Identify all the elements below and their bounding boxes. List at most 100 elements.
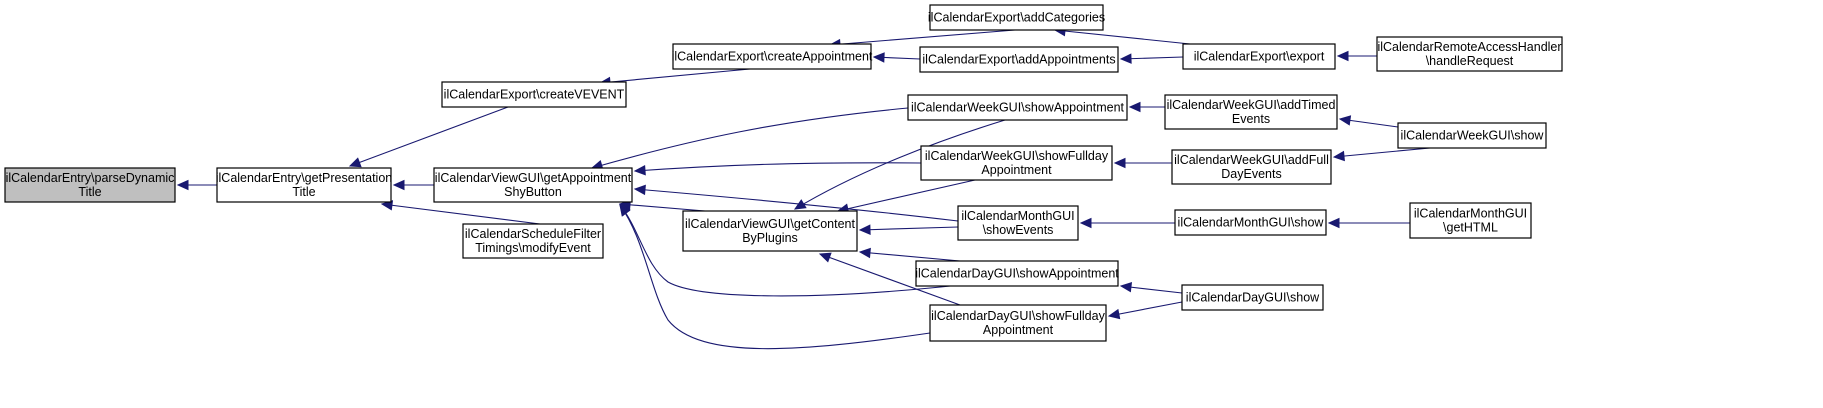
edge-handleRequest-to-export: [1336, 50, 1377, 62]
node-box[interactable]: [920, 145, 1113, 181]
node-box[interactable]: [682, 210, 858, 252]
arrowhead-icon: [1119, 53, 1132, 64]
edge-weekShowAppointment-to-getAppointmentShyButton: [590, 107, 909, 171]
arrowhead-icon: [1338, 115, 1352, 126]
node-label: ilCalendarWeekGUI\addTimed: [1167, 98, 1336, 112]
node-box[interactable]: [1174, 209, 1327, 236]
node-dayShow[interactable]: ilCalendarDayGUI\show: [1181, 284, 1324, 311]
node-box[interactable]: [441, 81, 627, 108]
edge-dayShow-to-dayShowFullday: [1107, 301, 1183, 320]
arrowhead-icon: [793, 199, 807, 210]
node-weekShow[interactable]: ilCalendarWeekGUI\show: [1397, 122, 1547, 149]
node-label: ilCalendarExport\addAppointments: [922, 53, 1115, 67]
arrowhead-icon: [176, 179, 189, 191]
node-label: ilCalendarWeekGUI\showFullday: [925, 149, 1109, 163]
node-box[interactable]: [216, 167, 392, 203]
node-label: Appointment: [981, 163, 1052, 177]
node-label: Timings\modifyEvent: [475, 241, 591, 255]
node-box[interactable]: [1397, 122, 1547, 149]
node-label: DayEvents: [1221, 167, 1281, 181]
node-label: ByPlugins: [742, 231, 798, 245]
arrowhead-icon: [1119, 281, 1133, 293]
node-label: \handleRequest: [1426, 54, 1514, 68]
node-monthGetHTML[interactable]: ilCalendarMonthGUI\getHTML: [1409, 202, 1532, 239]
edge-addAppointments-to-createAppointment: [872, 52, 921, 63]
arrowhead-icon: [1336, 50, 1349, 62]
node-box[interactable]: [919, 46, 1119, 73]
node-label: ilCalendarViewGUI\getAppointment: [435, 171, 632, 185]
node-box[interactable]: [433, 167, 633, 203]
node-monthShow[interactable]: ilCalendarMonthGUI\show: [1174, 209, 1327, 236]
edge-line: [794, 119, 1006, 210]
node-monthShowEvents[interactable]: ilCalendarMonthGUI\showEvents: [957, 205, 1079, 241]
edge-dayShowFullday-to-getContentByPlugins: [818, 252, 961, 306]
edge-line: [599, 68, 751, 84]
node-label: ilCalendarRemoteAccessHandler: [1377, 40, 1561, 54]
node-label: ilCalendarExport\export: [1194, 50, 1325, 64]
node-box[interactable]: [4, 167, 176, 203]
node-label: Events: [1232, 112, 1270, 126]
node-addCategories[interactable]: ilCalendarExport\addCategories: [928, 4, 1105, 31]
node-createAppointment[interactable]: ilCalendarExport\createAppointment: [672, 43, 873, 70]
node-addAppointments[interactable]: ilCalendarExport\addAppointments: [919, 46, 1119, 73]
node-box[interactable]: [929, 4, 1104, 31]
node-box[interactable]: [1376, 36, 1563, 72]
edge-monthShow-to-monthShowEvents: [1079, 217, 1175, 229]
arrowhead-icon: [1113, 157, 1126, 169]
arrowhead-icon: [1332, 150, 1345, 162]
edge-weekShow-to-addTimedEvents: [1338, 115, 1399, 128]
node-modifyEvent[interactable]: ilCalendarScheduleFilterTimings\modifyEv…: [462, 223, 604, 259]
edge-line: [1108, 301, 1183, 317]
edge-dayShowAppointment-to-getContentByPlugins: [858, 247, 961, 262]
arrowhead-icon: [1327, 217, 1340, 229]
node-box[interactable]: [462, 223, 604, 259]
arrowhead-icon: [619, 204, 631, 217]
node-box[interactable]: [1181, 284, 1324, 311]
arrowhead-icon: [633, 184, 646, 196]
edge-line: [381, 203, 541, 225]
edge-line: [634, 162, 922, 172]
node-box[interactable]: [1164, 94, 1338, 130]
edge-dayShow-to-dayShowAppointment: [1119, 281, 1183, 294]
edge-weekShow-to-addFullDayEvents: [1332, 147, 1431, 162]
arrowhead-icon: [858, 224, 871, 235]
node-box[interactable]: [1409, 202, 1532, 239]
edge-line: [1054, 29, 1191, 45]
edge-line: [837, 179, 976, 212]
node-box[interactable]: [672, 43, 872, 70]
arrowhead-icon: [633, 165, 646, 176]
edge-line: [619, 204, 931, 350]
node-box[interactable]: [957, 205, 1079, 241]
node-box[interactable]: [1171, 149, 1332, 185]
edge-line: [634, 188, 959, 222]
node-handleRequest[interactable]: ilCalendarRemoteAccessHandler\handleRequ…: [1376, 36, 1563, 72]
arrowhead-icon: [392, 179, 405, 191]
node-getAppointmentShyButton[interactable]: ilCalendarViewGUI\getAppointmentShyButto…: [433, 167, 633, 203]
node-label: ilCalendarWeekGUI\showAppointment: [911, 101, 1125, 115]
edge-line: [829, 29, 1016, 46]
node-label: Title: [78, 185, 101, 199]
node-box[interactable]: [1182, 43, 1336, 70]
edge-createVEVENT-to-getPresentationTitle: [348, 106, 509, 168]
arrowhead-icon: [818, 252, 832, 263]
node-box[interactable]: [907, 94, 1128, 121]
arrowhead-icon: [348, 157, 362, 168]
node-export[interactable]: ilCalendarExport\export: [1182, 43, 1336, 70]
node-box[interactable]: [915, 260, 1119, 287]
node-createVEVENT[interactable]: ilCalendarExport\createVEVENT: [441, 81, 627, 108]
node-dayShowAppointment[interactable]: ilCalendarDayGUI\showAppointment: [915, 260, 1119, 287]
node-label: ilCalendarMonthGUI: [961, 209, 1074, 223]
node-label: ilCalendarWeekGUI\show: [1401, 129, 1545, 143]
node-label: ShyButton: [504, 185, 562, 199]
node-box[interactable]: [929, 304, 1107, 342]
node-weekShowAppointment[interactable]: ilCalendarWeekGUI\showAppointment: [907, 94, 1128, 121]
